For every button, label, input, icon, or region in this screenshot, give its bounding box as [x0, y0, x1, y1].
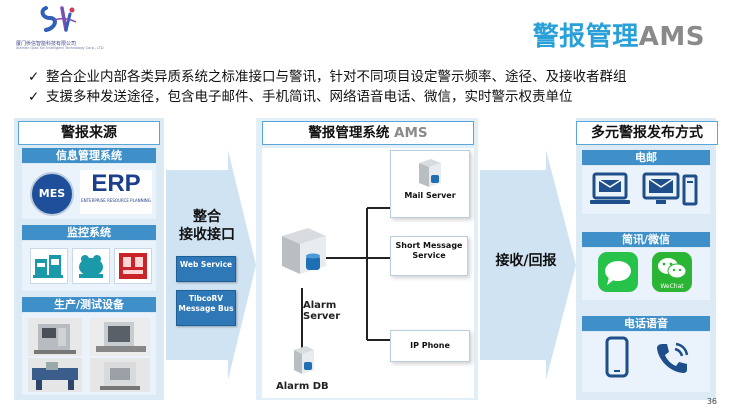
alarm-server-label: Alarm Server [303, 300, 341, 322]
messages-app-icon [598, 252, 638, 292]
web-service-button[interactable]: Web Service [176, 256, 236, 282]
company-english-name: Xiamen Qiao Xin Intelligent Technology C… [16, 46, 104, 50]
tibcorv-message-bus-button[interactable]: TibcoRV Message Bus [176, 290, 236, 326]
desktop-mail-icon [640, 170, 700, 210]
erp-text: ERP [91, 170, 141, 197]
check-icon: ✓ [28, 89, 40, 105]
electrical-cabinet-icon [114, 248, 152, 284]
wechat-app-icon: WeChat [652, 252, 692, 292]
output-email-label: 电邮 [582, 150, 710, 165]
erp-logo: ERP ENTERPRISE RESOURCE PLANNING [80, 170, 152, 214]
integration-label: 整合 接收接口 [170, 208, 244, 244]
bullet-2-text: 支援多种发送途径，包含电子邮件、手机简讯、网络语音电话、微信，实时警示权责单位 [46, 89, 573, 105]
production-machine-image [90, 318, 150, 356]
erp-subtitle: ENTERPRISE RESOURCE PLANNING [81, 198, 151, 203]
phone-call-icon [654, 340, 690, 376]
bullet-2: ✓ 支援多种发送途径，包含电子邮件、手机简讯、网络语音电话、微信，实时警示权责单位 [28, 85, 573, 105]
mail-server-label: Mail Server [404, 191, 456, 200]
ams-heading: 警报管理系统 AMS [262, 121, 474, 145]
laptop-mail-icon [588, 170, 632, 210]
press-machine-image [90, 358, 150, 392]
receive-arrow [480, 150, 576, 380]
title-english: AMS [638, 22, 705, 52]
page-number: 36 [706, 397, 717, 406]
mail-server-icon [419, 159, 441, 187]
sources-heading: 警报来源 [18, 121, 160, 145]
output-voice-label: 电话语音 [582, 316, 710, 331]
output-voice-panel [582, 332, 710, 392]
air-compressor-icon [72, 248, 110, 284]
receive-label: 接收/回报 [495, 253, 557, 269]
monitor-device-icon [30, 248, 68, 284]
ams-connector-lines [301, 207, 392, 348]
ip-phone-box: IP Phone [390, 330, 470, 362]
alarm-db-label: Alarm DB [276, 381, 329, 392]
sources-group-equipment-label: 生产/测试设备 [22, 297, 156, 312]
bullet-1: ✓ 整合企业内部各类异质系统之标准接口与警讯，针对不同项目设定警示频率、途径、及接… [28, 65, 627, 85]
bullet-1-text: 整合企业内部各类异质系统之标准接口与警讯，针对不同项目设定警示频率、途径、及接收… [46, 69, 627, 85]
page-title: 警报管理AMS [0, 16, 705, 53]
mes-logo: MES [30, 172, 74, 216]
company-logo [36, 4, 106, 36]
ams-heading-en: AMS [394, 125, 428, 141]
mobile-phone-icon [604, 336, 630, 380]
test-machine-image [28, 318, 82, 356]
alarm-server-icon [276, 226, 332, 278]
integration-label-line1: 整合 [193, 209, 221, 225]
output-sms-wechat-label: 简讯/微信 [582, 232, 710, 247]
wechat-app-label: WeChat [660, 283, 684, 290]
title-chinese: 警报管理 [532, 22, 639, 52]
sources-group-info-label: 信息管理系统 [22, 148, 156, 163]
outputs-heading: 多元警报发布方式 [576, 121, 718, 145]
company-name: 厦门侨信智能科技有限公司 [16, 41, 77, 47]
ams-heading-cn: 警报管理系统 [308, 125, 390, 141]
alarm-db-icon [290, 344, 318, 376]
sms-service-box: Short Message Service [390, 236, 468, 276]
lathe-machine-image [28, 358, 82, 392]
integration-label-line2: 接收接口 [179, 227, 235, 243]
check-icon: ✓ [28, 69, 40, 85]
sources-group-monitor-label: 监控系统 [22, 225, 156, 240]
mail-server-box: Mail Server [390, 150, 470, 218]
